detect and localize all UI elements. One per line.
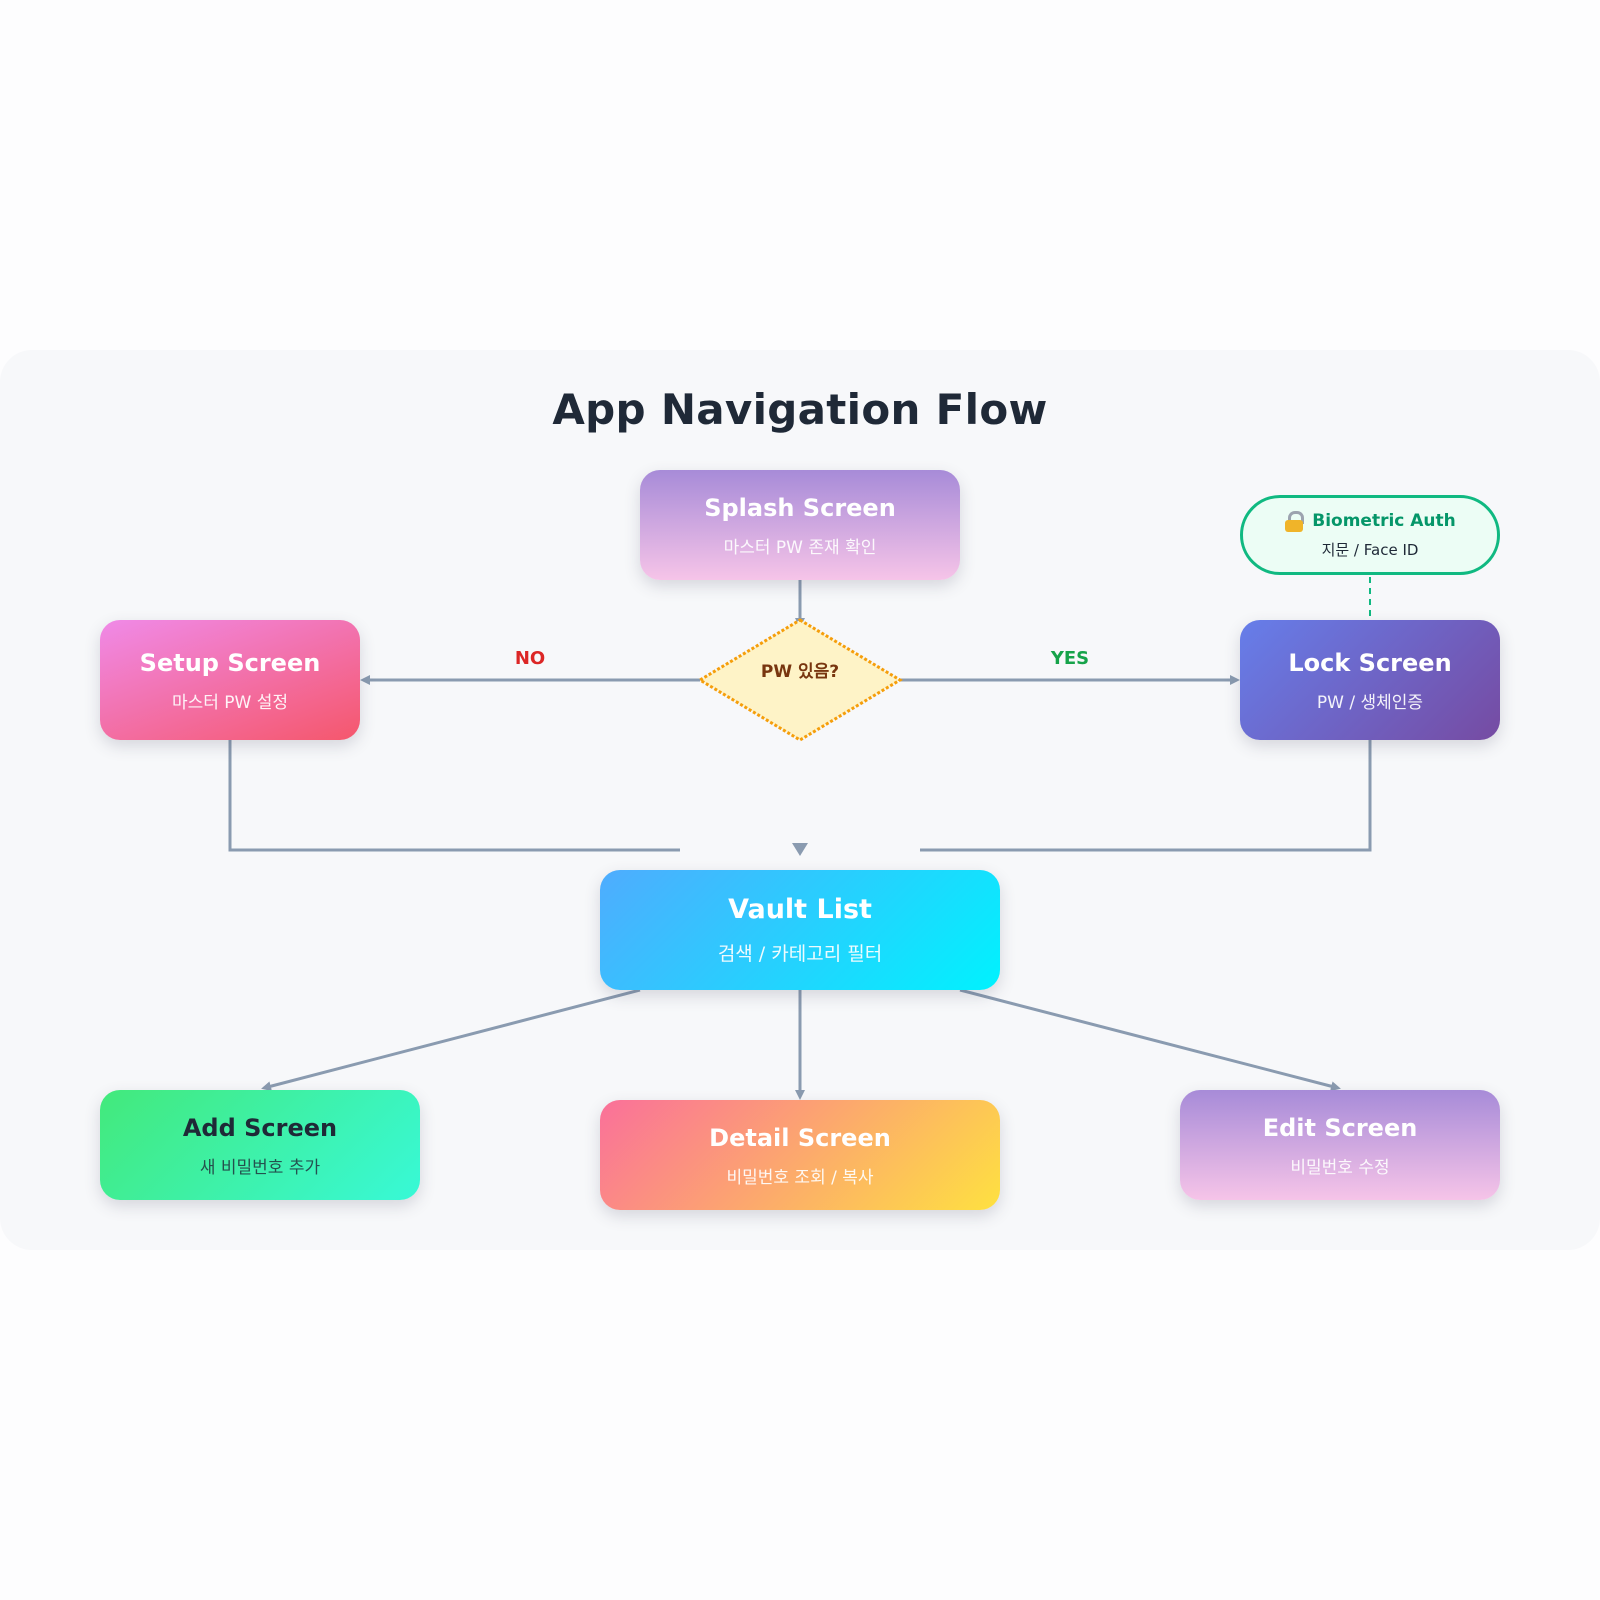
node-subtitle: 검색 / 카테고리 필터: [717, 942, 883, 965]
node-title: Lock Screen: [1288, 648, 1452, 677]
node-subtitle: 지문 / Face ID: [1321, 540, 1419, 559]
node-subtitle: 마스터 PW 설정: [171, 692, 289, 713]
node-title: Vault List: [728, 893, 872, 925]
node-edit-screen: Edit Screen 비밀번호 수정: [1180, 1090, 1500, 1200]
merge-arrowhead: [792, 843, 808, 856]
lock-key-icon: [1284, 510, 1306, 532]
decision-label: PW 있음?: [760, 662, 840, 682]
edge-lock-merge: [920, 740, 1372, 852]
edge-label-no: NO: [514, 648, 546, 669]
edge-setup-merge: [228, 740, 680, 852]
node-subtitle: 비밀번호 수정: [1290, 1157, 1390, 1178]
node-subtitle: 비밀번호 조회 / 복사: [726, 1167, 874, 1188]
edge-vault-add: [261, 988, 641, 1092]
node-title: Edit Screen: [1262, 1113, 1418, 1142]
edge-vault-edit: [959, 988, 1341, 1092]
node-title: Detail Screen: [709, 1123, 891, 1152]
biometric-title-row: Biometric Auth: [1284, 510, 1456, 532]
node-title: Biometric Auth: [1312, 510, 1456, 531]
node-setup-screen: Setup Screen 마스터 PW 설정: [100, 620, 360, 740]
node-title: Splash Screen: [704, 493, 896, 522]
node-biometric-auth: Biometric Auth 지문 / Face ID: [1240, 495, 1500, 575]
node-subtitle: 마스터 PW 존재 확인: [723, 537, 877, 558]
node-vault-list: Vault List 검색 / 카테고리 필터: [600, 870, 1000, 990]
diagram-title: App Navigation Flow: [552, 385, 1048, 434]
node-detail-screen: Detail Screen 비밀번호 조회 / 복사: [600, 1100, 1000, 1210]
node-splash-screen: Splash Screen 마스터 PW 존재 확인: [640, 470, 960, 580]
node-add-screen: Add Screen 새 비밀번호 추가: [100, 1090, 420, 1200]
node-title: Setup Screen: [139, 648, 321, 677]
node-subtitle: PW / 생체인증: [1316, 692, 1424, 713]
node-subtitle: 새 비밀번호 추가: [199, 1157, 321, 1178]
node-lock-screen: Lock Screen PW / 생체인증: [1240, 620, 1500, 740]
edge-label-yes: YES: [1050, 648, 1090, 669]
node-title: Add Screen: [182, 1113, 338, 1142]
decision-diamond: [697, 618, 903, 742]
